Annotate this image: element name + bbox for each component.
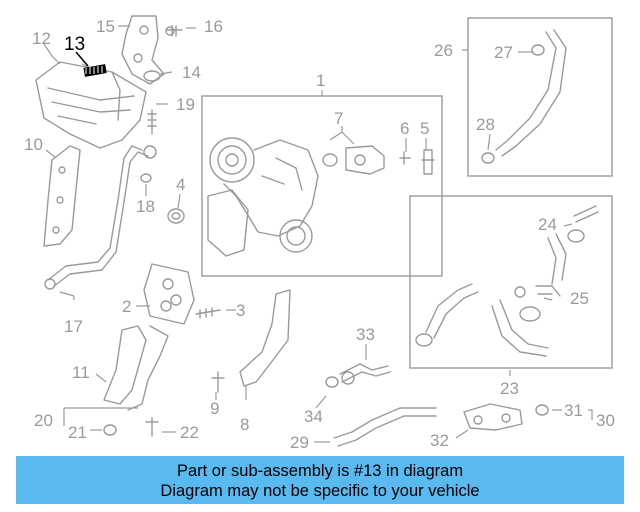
callout-26: 26 xyxy=(434,41,453,60)
callout-29: 29 xyxy=(290,433,309,452)
callout-19: 19 xyxy=(176,95,195,114)
callout-32: 32 xyxy=(430,431,449,450)
callout-9: 9 xyxy=(210,399,219,418)
callout-24: 24 xyxy=(538,215,557,234)
callout-7: 7 xyxy=(334,109,343,128)
callout-3: 3 xyxy=(236,301,245,320)
callout-14: 14 xyxy=(182,63,201,82)
screw-part xyxy=(399,151,411,165)
callout-22: 22 xyxy=(180,423,199,442)
callout-27: 27 xyxy=(494,43,513,62)
washer-part-21 xyxy=(103,424,117,436)
oil-line-part xyxy=(44,145,157,290)
callout-16: 16 xyxy=(204,17,223,36)
bolt-part xyxy=(165,25,183,37)
ring-part-34 xyxy=(325,376,339,388)
pipe-part-33 xyxy=(339,363,391,383)
callout-33: 33 xyxy=(356,325,375,344)
callout-23: 23 xyxy=(500,379,519,398)
callout-6: 6 xyxy=(400,119,409,138)
callout-17: 17 xyxy=(64,317,83,336)
fitting-part xyxy=(421,149,435,175)
callout-15: 15 xyxy=(96,17,115,36)
info-banner: Part or sub-assembly is #13 in diagram D… xyxy=(16,456,624,504)
parts-diagram: 1 2 3 4 5 6 7 8 9 10 11 12 13 14 15 16 1… xyxy=(24,15,615,452)
callout-13-highlighted: 13 xyxy=(64,34,85,55)
bolt-part-9 xyxy=(211,371,225,393)
ring-part xyxy=(143,70,161,82)
callout-31: 31 xyxy=(564,401,583,420)
gasket-part xyxy=(121,15,165,85)
callout-1: 1 xyxy=(316,71,325,90)
callout-21: 21 xyxy=(68,423,87,442)
callout-10: 10 xyxy=(24,135,43,154)
callout-30: 30 xyxy=(596,411,615,430)
banner-line-disclaimer: Diagram may not be specific to your vehi… xyxy=(160,482,480,500)
group-box-26 xyxy=(467,17,613,177)
bracket-part xyxy=(43,145,81,247)
coolant-pipe-part xyxy=(481,29,567,164)
callout-28: 28 xyxy=(476,115,495,134)
heat-shield-bracket-part xyxy=(239,289,291,387)
callout-11: 11 xyxy=(72,363,90,382)
actuator-part xyxy=(345,145,385,175)
callout-18: 18 xyxy=(136,197,155,216)
flange-part-32 xyxy=(463,403,523,431)
stud-part-2 xyxy=(195,307,221,319)
hose-part xyxy=(415,205,599,357)
seal-ring-part xyxy=(322,153,338,167)
ring-part-31 xyxy=(535,404,549,416)
group-box-23 xyxy=(409,195,613,369)
bolt-part-13-highlighted xyxy=(75,51,107,77)
pipe-part-29 xyxy=(333,407,437,447)
flange-gasket-part xyxy=(143,263,195,325)
support-bracket-part xyxy=(103,325,169,411)
washer-part xyxy=(140,173,152,183)
callout-20: 20 xyxy=(34,411,53,430)
callout-25: 25 xyxy=(570,289,589,308)
leader-lines xyxy=(43,25,593,443)
turbocharger-part xyxy=(207,137,319,257)
callout-2: 2 xyxy=(122,297,131,316)
callout-34: 34 xyxy=(304,407,323,426)
callout-5: 5 xyxy=(420,119,429,138)
heat-shield-part xyxy=(35,61,147,149)
fitting-part-33 xyxy=(341,371,355,385)
banner-line-part-number: Part or sub-assembly is #13 in diagram xyxy=(176,462,464,480)
callout-12: 12 xyxy=(32,29,51,48)
plug-part xyxy=(167,208,185,224)
callout-4: 4 xyxy=(176,175,185,194)
stud-part xyxy=(147,109,157,135)
bolt-part-22 xyxy=(145,417,159,437)
callout-8: 8 xyxy=(240,415,249,434)
